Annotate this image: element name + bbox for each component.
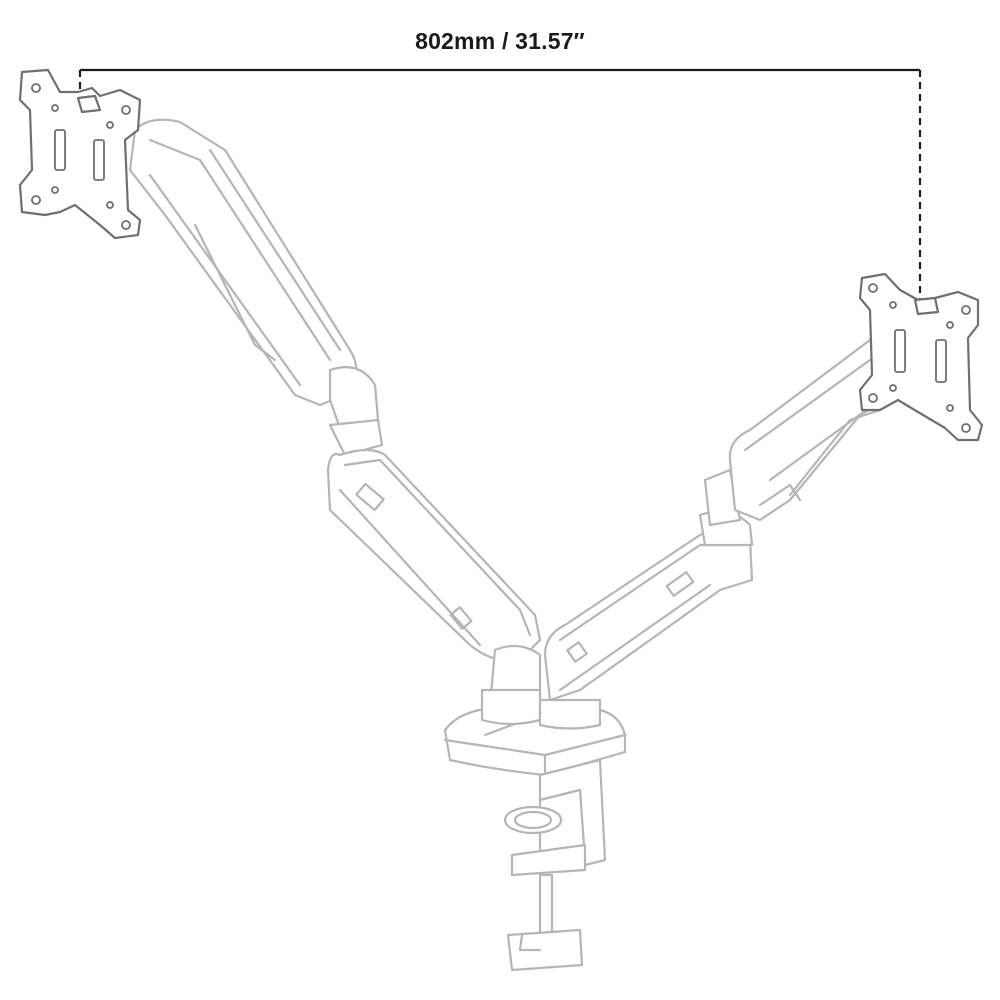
left-upper-arm [128, 118, 380, 430]
right-upper-arm [703, 332, 907, 527]
left-lower-arm [326, 418, 542, 707]
right-vesa-plate [858, 272, 984, 442]
width-dimension-label: 802mm / 31.57″ [415, 28, 585, 54]
left-vesa-plate [18, 68, 142, 240]
base-pivot [443, 688, 627, 777]
desk-clamp [503, 758, 607, 972]
right-lower-arm [543, 510, 754, 702]
